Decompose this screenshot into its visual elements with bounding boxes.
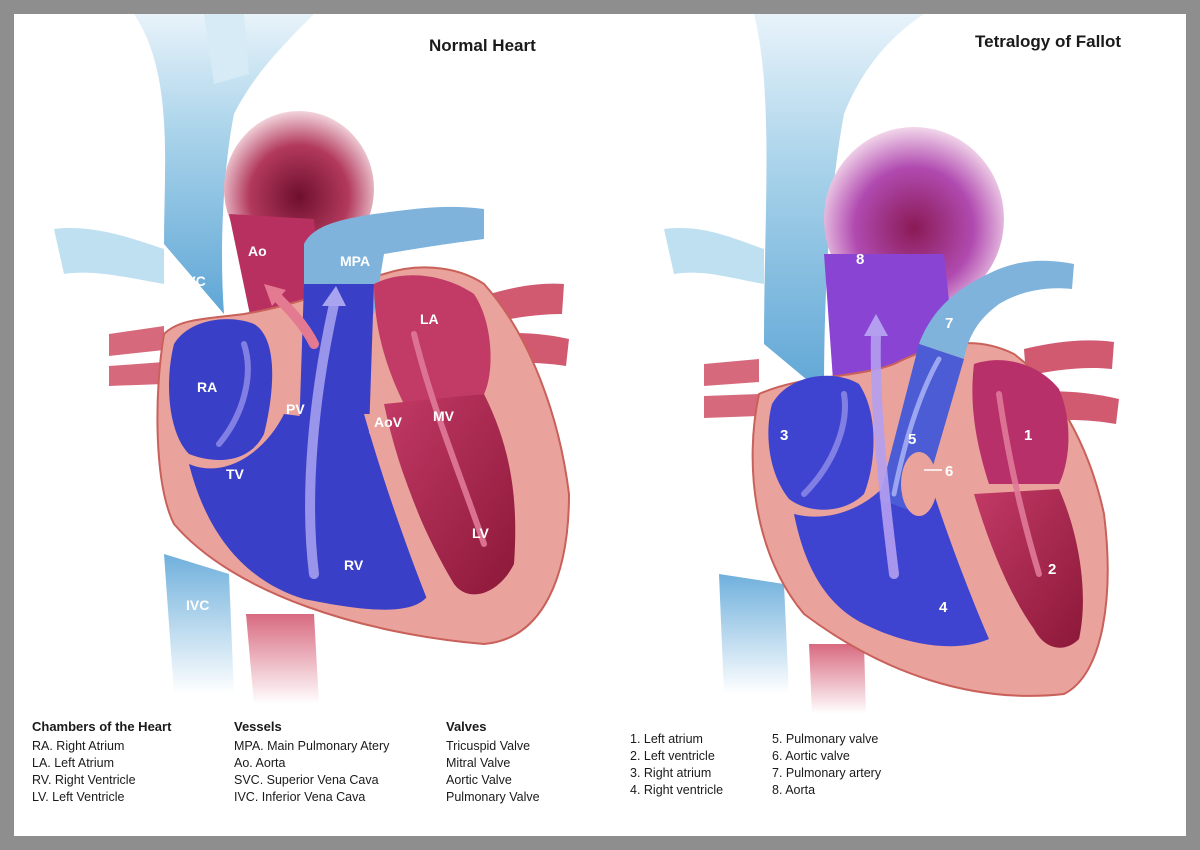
tof-left-atrium — [972, 360, 1069, 484]
label-tv: TV — [226, 466, 245, 482]
tof-pulmonary-vein-upper — [1024, 340, 1114, 376]
legend-vessels: Vessels MPA. Main Pulmonary Atery Ao. Ao… — [234, 718, 389, 806]
normal-flow-arrowhead-ao — [264, 284, 286, 306]
tof-label-4: 4 — [939, 599, 948, 616]
normal-flow-arrow-mpa — [305, 299, 339, 579]
tof-flow-arrow-pa — [891, 356, 942, 497]
legend-vessels-item: Ao. Aorta — [234, 756, 286, 770]
normal-pulmonary-vein-left-1 — [109, 326, 164, 356]
legend-vessels-item: IVC. Inferior Vena Cava — [234, 790, 366, 804]
label-aov: AoV — [374, 414, 403, 430]
tof-legend-left: 1. Left atrium 2. Left ventricle 3. Righ… — [630, 731, 723, 799]
legend-chambers-heading: Chambers of the Heart — [32, 719, 172, 734]
label-pv: PV — [286, 401, 305, 417]
label-rv: RV — [344, 557, 364, 573]
normal-vein-branch-top — [204, 14, 249, 84]
normal-descending-aorta — [246, 614, 319, 704]
tof-legend-item: 5. Pulmonary valve — [772, 732, 879, 746]
tof-legend-right: 5. Pulmonary valve 6. Aortic valve 7. Pu… — [772, 731, 881, 799]
legend-vessels-item: SVC. Superior Vena Cava — [234, 773, 379, 787]
tof-legend-item: 8. Aorta — [772, 783, 816, 797]
normal-ivc-vessel — [164, 554, 234, 694]
tof-title: Tetralogy of Fallot — [975, 32, 1122, 51]
legend-chambers-item: RA. Right Atrium — [32, 739, 125, 753]
normal-left-atrium — [374, 275, 491, 404]
tof-flow-arrow-lv — [996, 391, 1042, 577]
label-mv: MV — [433, 408, 455, 424]
legend-valves-item: Aortic Valve — [446, 773, 512, 787]
legend-valves: Valves Tricuspid Valve Mitral Valve Aort… — [446, 718, 540, 806]
legend-valves-item: Tricuspid Valve — [446, 739, 531, 753]
legend-valves-item: Pulmonary Valve — [446, 790, 540, 804]
tof-pulmonary-vein-left-1 — [704, 359, 759, 386]
label-ivc: IVC — [186, 597, 209, 613]
tof-legend-item: 7. Pulmonary artery — [772, 766, 882, 780]
legend-vessels-item: MPA. Main Pulmonary Atery — [234, 739, 390, 753]
label-mpa: MPA — [340, 253, 370, 269]
tof-label-7: 7 — [945, 315, 953, 332]
tof-svc-vessel — [754, 14, 924, 394]
tof-legend-item: 3. Right atrium — [630, 766, 712, 780]
tof-legend-item: 4. Right ventricle — [630, 783, 724, 797]
tof-label-3: 3 — [780, 427, 788, 444]
tof-pulmonary-artery — [919, 260, 1074, 359]
tof-flow-arrow-ra — [801, 391, 848, 497]
tof-flow-arrowhead-aorta — [864, 314, 888, 336]
tof-flow-arrow-aorta — [870, 329, 899, 579]
normal-flow-arrow-lv — [411, 331, 487, 547]
normal-flow-arrow-ao — [271, 291, 319, 349]
tof-legend-item: 1. Left atrium — [630, 732, 703, 746]
legend-chambers-item: RV. Right Ventricle — [32, 773, 136, 787]
tof-vsd-septal-defect — [901, 452, 937, 516]
tof-label-8: 8 — [856, 251, 864, 268]
tof-label-2: 2 — [1048, 561, 1056, 578]
normal-pulmonary-vein-left-2 — [109, 362, 164, 386]
normal-septum — [364, 414, 454, 604]
normal-vein-branch-left — [54, 228, 164, 284]
illustration-frame: Ao MPA SVC LA RA PV AoV MV TV LV RV IVC — [14, 14, 1186, 836]
tof-label-1: 1 — [1024, 427, 1032, 444]
tof-pulmonary-vein-left-2 — [704, 394, 759, 418]
heart-illustrations: Ao MPA SVC LA RA PV AoV MV TV LV RV IVC — [54, 14, 1119, 714]
tof-ivc-vessel — [719, 574, 789, 694]
tof-descending-aorta — [809, 644, 866, 714]
normal-heart-title: Normal Heart — [429, 36, 536, 55]
label-ao: Ao — [248, 243, 267, 259]
tof-left-ventricle — [974, 489, 1083, 648]
legend-chambers-item: LV. Left Ventricle — [32, 790, 125, 804]
label-ra: RA — [197, 379, 217, 395]
label-la: LA — [420, 311, 439, 327]
tof-legend-item: 6. Aortic valve — [772, 749, 850, 763]
tof-legend-item: 2. Left ventricle — [630, 749, 715, 763]
tof-label-5: 5 — [908, 431, 916, 448]
label-lv: LV — [472, 525, 490, 541]
normal-svc-vessel — [134, 14, 314, 314]
label-svc: SVC — [177, 273, 206, 289]
normal-heart: Ao MPA SVC LA RA PV AoV MV TV LV RV IVC — [54, 14, 571, 704]
legend-chambers-item: LA. Left Atrium — [32, 756, 114, 770]
tof-label-6: 6 — [945, 463, 953, 480]
normal-flow-arrowhead-mpa — [322, 286, 346, 306]
legend-chambers: Chambers of the Heart RA. Right Atrium L… — [32, 718, 171, 806]
tof-heart: 1 2 3 4 5 6 7 8 — [664, 14, 1119, 714]
legend-valves-item: Mitral Valve — [446, 756, 511, 770]
tof-septum — [949, 504, 1024, 654]
legend-vessels-heading: Vessels — [234, 719, 282, 734]
tof-vein-branch-left — [664, 228, 764, 284]
normal-flow-arrow-ra — [216, 341, 251, 447]
legend-valves-heading: Valves — [446, 719, 487, 734]
